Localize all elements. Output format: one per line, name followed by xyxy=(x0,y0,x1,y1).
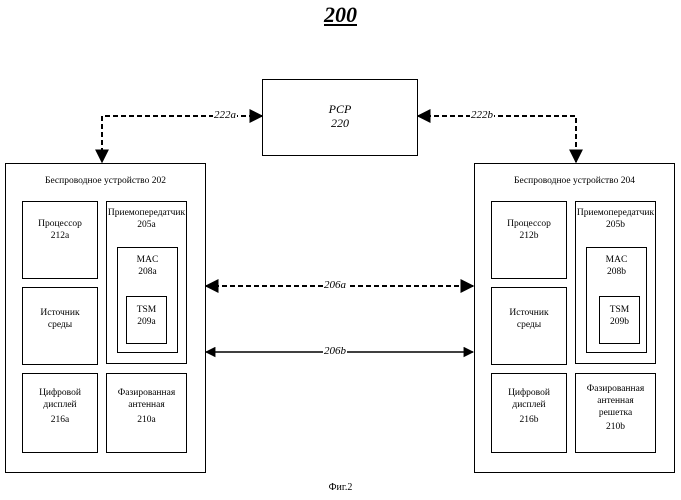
tsm-209a-ref: 209a xyxy=(126,316,167,328)
media-source-b-line1: Источник xyxy=(491,307,567,319)
processor-212b-name: Процессор xyxy=(491,218,567,230)
pcp-ref: 220 xyxy=(263,116,417,130)
pcp-box: PCP 220 xyxy=(262,79,418,156)
mac-208a-ref: 208a xyxy=(117,266,178,278)
display-216a-ref: 216a xyxy=(22,414,98,426)
mac-208a-name: MAC xyxy=(117,254,178,266)
display-216b-line1: Цифровой xyxy=(491,387,567,399)
device-202-title: Беспроводное устройство 202 xyxy=(5,175,206,187)
link-206b-label: 206b xyxy=(323,345,347,357)
link-222a-line xyxy=(102,116,262,162)
antenna-210a-ref: 210a xyxy=(106,414,187,426)
display-216a-line1: Цифровой xyxy=(22,387,98,399)
transceiver-205a-name: Приемопередатчик xyxy=(102,207,191,219)
display-216b-line2: дисплей xyxy=(491,399,567,411)
display-216b-ref: 216b xyxy=(491,414,567,426)
media-source-a-line2: среды xyxy=(22,319,98,331)
tsm-209a-name: TSM xyxy=(126,304,167,316)
antenna-210b-ref: 210b xyxy=(575,421,656,433)
figure-caption: Фиг.2 xyxy=(0,482,681,493)
link-222b-line xyxy=(418,116,576,162)
transceiver-205a-ref: 205a xyxy=(102,219,191,231)
tsm-209b-ref: 209b xyxy=(599,316,640,328)
link-206a-label: 206a xyxy=(323,279,347,291)
antenna-210b-line3: решетка xyxy=(575,407,656,419)
antenna-210a-line2: антенная xyxy=(106,399,187,411)
display-216a-line2: дисплей xyxy=(22,399,98,411)
antenna-210b-line2: антенная xyxy=(575,395,656,407)
processor-212a-name: Процессор xyxy=(22,218,98,230)
antenna-210b-line1: Фазированная xyxy=(575,383,656,395)
media-source-b-line2: среды xyxy=(491,319,567,331)
antenna-210a-line1: Фазированная xyxy=(106,387,187,399)
transceiver-205b-ref: 205b xyxy=(571,219,660,231)
mac-208b-name: MAC xyxy=(586,254,647,266)
transceiver-205b-name: Приемопередатчик xyxy=(571,207,660,219)
processor-212b-ref: 212b xyxy=(491,230,567,242)
link-222a-label: 222a xyxy=(213,109,237,121)
device-204-title: Беспроводное устройство 204 xyxy=(474,175,675,187)
pcp-name: PCP xyxy=(263,102,417,116)
media-source-a-line1: Источник xyxy=(22,307,98,319)
processor-212a-ref: 212a xyxy=(22,230,98,242)
link-222b-label: 222b xyxy=(470,109,494,121)
tsm-209b-name: TSM xyxy=(599,304,640,316)
mac-208b-ref: 208b xyxy=(586,266,647,278)
